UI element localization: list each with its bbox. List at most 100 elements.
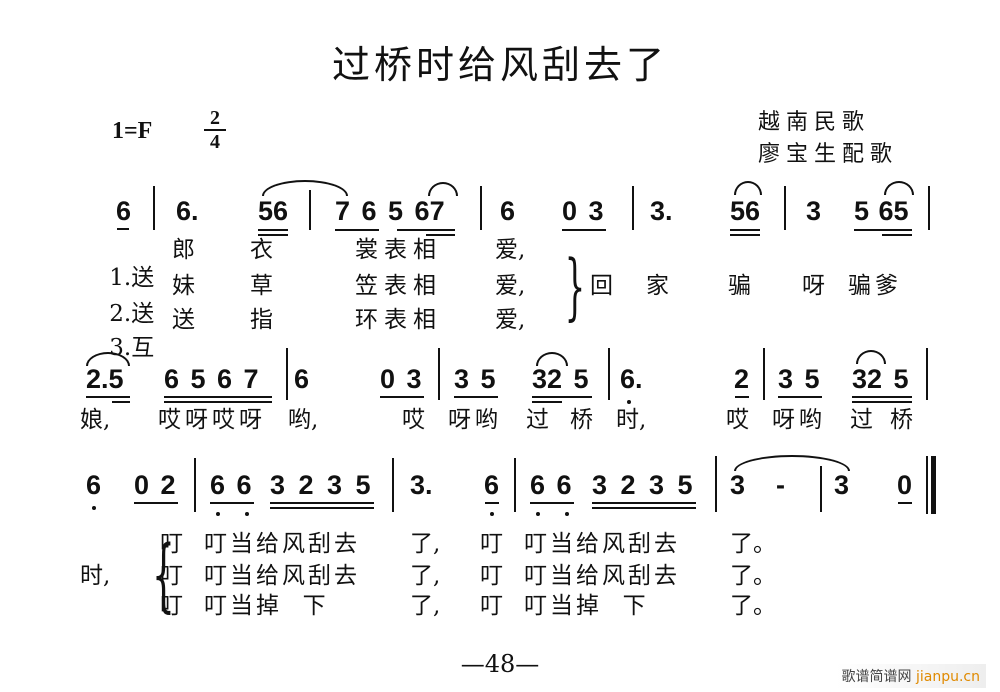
lyric-char: 家	[646, 273, 669, 299]
lyric-char: 哎	[726, 407, 749, 433]
note: 6 6	[210, 470, 252, 500]
brace-right: }	[564, 244, 586, 328]
lyric-char: 爱,	[495, 237, 526, 263]
note: 0 3	[562, 196, 604, 226]
verse-1: 1.送	[80, 236, 154, 320]
lyric-char: 衣	[250, 237, 273, 263]
watermark-url: jianpu.cn	[915, 669, 980, 685]
underline	[112, 401, 130, 403]
lyric-char: 妹	[172, 273, 195, 299]
verse-2: 2.送	[80, 272, 154, 356]
lyric-char: 桥	[570, 407, 593, 433]
note: 3.	[650, 196, 673, 226]
barline	[480, 186, 482, 230]
lyric-char: 郎	[172, 237, 195, 263]
underline	[530, 502, 574, 504]
underline	[898, 502, 912, 504]
time-fraction-bar	[204, 129, 226, 131]
lyric-char: 呀	[802, 273, 825, 299]
note: 3	[834, 470, 850, 500]
final-barline-thin	[926, 456, 928, 514]
underline	[852, 401, 912, 403]
barline	[926, 348, 928, 400]
slur	[734, 181, 762, 195]
time-numerator: 2	[210, 107, 220, 129]
slur	[884, 181, 914, 195]
note: 0 2	[134, 470, 176, 500]
note: 32 5	[852, 364, 909, 394]
underline	[210, 502, 254, 504]
note: 3.	[410, 470, 433, 500]
lyric-char: 了。	[730, 563, 776, 589]
watermark: 歌谱简谱网 jianpu.cn	[835, 664, 986, 688]
note: 2	[734, 364, 750, 394]
underline	[164, 401, 272, 403]
lyric-word: 叮当掉 下	[204, 593, 329, 619]
note: 3 5	[454, 364, 496, 394]
lyric-char: 爱,	[495, 273, 526, 299]
underline	[258, 234, 288, 236]
lyric-char: 了,	[410, 531, 441, 557]
barline	[784, 186, 786, 230]
dash: -	[776, 470, 785, 500]
note: 3 5	[778, 364, 820, 394]
note: 6	[86, 470, 102, 500]
underline	[134, 502, 178, 504]
lyric-char: 时,	[616, 407, 647, 433]
key-signature: 1=F	[112, 118, 153, 144]
barline	[514, 458, 516, 512]
note: 6	[116, 196, 132, 226]
note: 3 2 3 5	[270, 470, 371, 500]
barline	[194, 458, 196, 512]
underline	[164, 396, 272, 398]
low-octave-dot	[245, 512, 249, 516]
note: 7 6 5 67	[335, 196, 445, 226]
underline	[854, 229, 912, 231]
lyric-char: 桥	[890, 407, 913, 433]
note: 6	[484, 470, 500, 500]
lyric-char: 过	[526, 407, 549, 433]
lyric-word: 环表相	[355, 307, 442, 333]
barline	[632, 186, 634, 230]
note: 3 2 3 5	[592, 470, 693, 500]
underline	[532, 396, 592, 398]
low-octave-dot	[627, 400, 631, 404]
note: 3	[730, 470, 746, 500]
lyric-word: 叮当给风刮去	[524, 531, 680, 557]
underline	[485, 502, 499, 504]
lyric-char: 骗	[728, 273, 751, 299]
low-octave-dot	[92, 506, 96, 510]
underline	[852, 396, 912, 398]
barline	[928, 186, 930, 230]
lyric-char: 哎	[402, 407, 425, 433]
note: 3	[806, 196, 822, 226]
verse-number: 1.	[109, 265, 132, 291]
lyric-word: 笠表相	[355, 273, 442, 299]
barline	[608, 348, 610, 400]
lyric-char: 送	[131, 301, 155, 327]
underline	[270, 502, 374, 504]
lyric-char: 叮	[160, 593, 183, 619]
lyric-char: 互	[131, 335, 155, 361]
lyric-char: 叮	[480, 563, 503, 589]
underline	[270, 507, 374, 509]
lyric-word: 呀哟	[772, 407, 826, 433]
underline	[730, 234, 760, 236]
underline	[882, 234, 912, 236]
credit-lyricist: 廖宝生配歌	[758, 142, 899, 167]
underline	[532, 401, 562, 403]
lyric-char: 了。	[730, 531, 776, 557]
lyric-word: 叮当掉 下	[524, 593, 649, 619]
note: 0	[897, 470, 913, 500]
lyric-char: 爱,	[495, 307, 526, 333]
low-octave-dot	[490, 512, 494, 516]
note: 6 6	[530, 470, 572, 500]
underline	[335, 229, 379, 231]
lyric-char: 送	[131, 265, 155, 291]
note: 56	[730, 196, 761, 226]
low-octave-dot	[216, 512, 220, 516]
low-octave-dot	[536, 512, 540, 516]
lyric-char: 指	[250, 307, 273, 333]
note: 5 65	[854, 196, 909, 226]
lyric-char: 叮	[480, 531, 503, 557]
